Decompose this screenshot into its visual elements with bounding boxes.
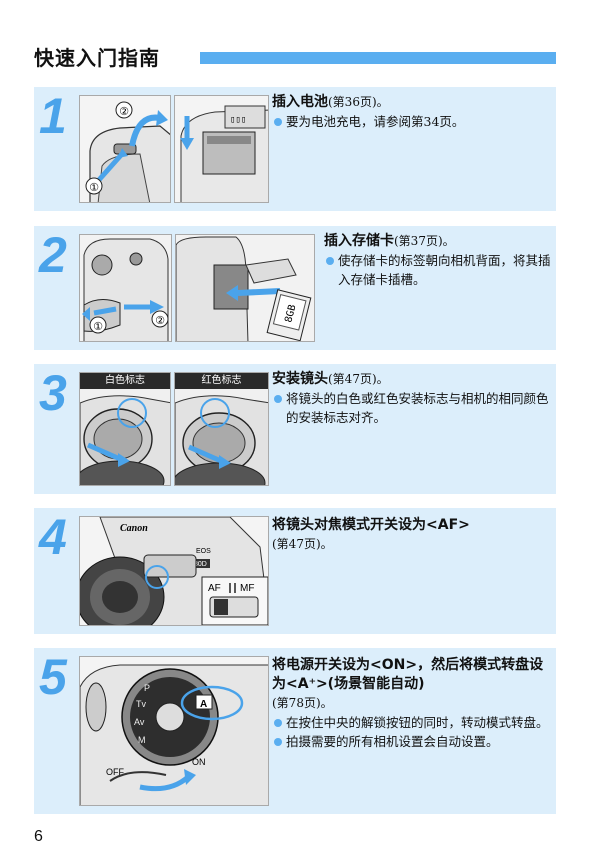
switch-mf-label: MF — [240, 583, 254, 594]
page-ref: (第36页)。 — [328, 95, 389, 109]
card-photo-1: ① ② — [79, 234, 172, 342]
bullet-item: 将镜头的白色或红色安装标志与相机的相同颜色的安装标志对齐。 — [272, 389, 554, 427]
step-4: 4 Canon EOS 80D AF MF 将镜头对焦模式开关设为<AF> (第… — [34, 508, 556, 634]
svg-text:Tv: Tv — [136, 699, 146, 709]
step-heading: 插入电池 — [272, 94, 328, 110]
step-number: 4 — [39, 509, 67, 565]
photo-label: 白色标志 — [80, 373, 170, 389]
callout-1: ① — [93, 320, 103, 333]
step-1: 1 ② ① ▯▯▯ 插入电池(第36页)。 — [34, 87, 556, 211]
callout-2: ② — [119, 105, 129, 118]
step-text: 将镜头对焦模式开关设为<AF> (第47页)。 — [272, 516, 554, 554]
step-2: 2 ① ② 8GB — [34, 226, 556, 350]
bullet-item: 在按住中央的解锁按钮的同时，转动模式转盘。 — [272, 713, 554, 732]
svg-text:A: A — [200, 699, 207, 710]
step-heading: 插入存储卡 — [324, 233, 394, 249]
bullet-item: 使存储卡的标签朝向相机背面，将其插入存储卡插槽。 — [324, 251, 554, 289]
step-heading: 将电源开关设为<ON>，然后将模式转盘设为<A⁺>(场景智能自动) — [272, 657, 544, 692]
power-off-label: OFF — [106, 767, 124, 777]
step-heading: 将镜头对焦模式开关设为<AF> — [272, 517, 470, 533]
step-heading: 安装镜头 — [272, 371, 328, 387]
bullet-item: 拍摄需要的所有相机设置会自动设置。 — [272, 732, 554, 751]
card-photo-2: 8GB — [175, 234, 315, 342]
step-number: 1 — [39, 88, 67, 144]
page-title: 快速入门指南 — [34, 46, 160, 70]
model-text: EOS — [196, 548, 211, 555]
lens-photo-white: 白色标志 — [79, 372, 171, 486]
page-number: 6 — [34, 828, 43, 845]
step-number: 3 — [39, 365, 67, 421]
step-text: 安装镜头(第47页)。 将镜头的白色或红色安装标志与相机的相同颜色的安装标志对齐… — [272, 370, 554, 427]
page-ref: (第47页)。 — [272, 537, 333, 551]
svg-text:▯▯▯: ▯▯▯ — [230, 115, 246, 125]
power-on-label: ON — [192, 757, 206, 767]
svg-text:Av: Av — [134, 717, 145, 727]
switch-af-label: AF — [208, 583, 221, 594]
af-switch-photo: Canon EOS 80D AF MF — [79, 516, 269, 626]
card-capacity: 8GB — [283, 304, 298, 324]
step-text: 插入存储卡(第37页)。 使存储卡的标签朝向相机背面，将其插入存储卡插槽。 — [324, 232, 554, 289]
step-number: 5 — [39, 649, 67, 705]
step-3: 3 白色标志 红色标志 安装镜头(第47页)。 将镜头的白色或红色安装标志 — [34, 364, 556, 494]
step-text: 将电源开关设为<ON>，然后将模式转盘设为<A⁺>(场景智能自动) (第78页)… — [272, 656, 554, 751]
battery-photo-2: ▯▯▯ — [174, 95, 269, 203]
brand-text: Canon — [120, 523, 148, 534]
svg-text:M: M — [138, 735, 146, 745]
step-text: 插入电池(第36页)。 要为电池充电，请参阅第34页。 — [272, 93, 554, 131]
lens-photo-red: 红色标志 — [174, 372, 269, 486]
title-bar — [200, 52, 556, 64]
page-ref: (第47页)。 — [328, 372, 389, 386]
page-ref: (第37页)。 — [394, 234, 455, 248]
model-number: 80D — [194, 561, 207, 568]
callout-2: ② — [155, 314, 165, 327]
mode-dial-photo: P Tv Av M A OFF ON — [79, 656, 269, 806]
page-ref: (第78页)。 — [272, 696, 333, 710]
battery-photo-1: ② ① — [79, 95, 171, 203]
step-5: 5 P Tv Av M A OFF ON 将电源开关设为<ON>，然后将模式转盘… — [34, 648, 556, 814]
photo-label: 红色标志 — [175, 373, 268, 389]
step-number: 2 — [39, 227, 67, 283]
callout-1: ① — [89, 181, 99, 194]
bullet-item: 要为电池充电，请参阅第34页。 — [272, 112, 554, 131]
svg-text:P: P — [144, 683, 150, 693]
